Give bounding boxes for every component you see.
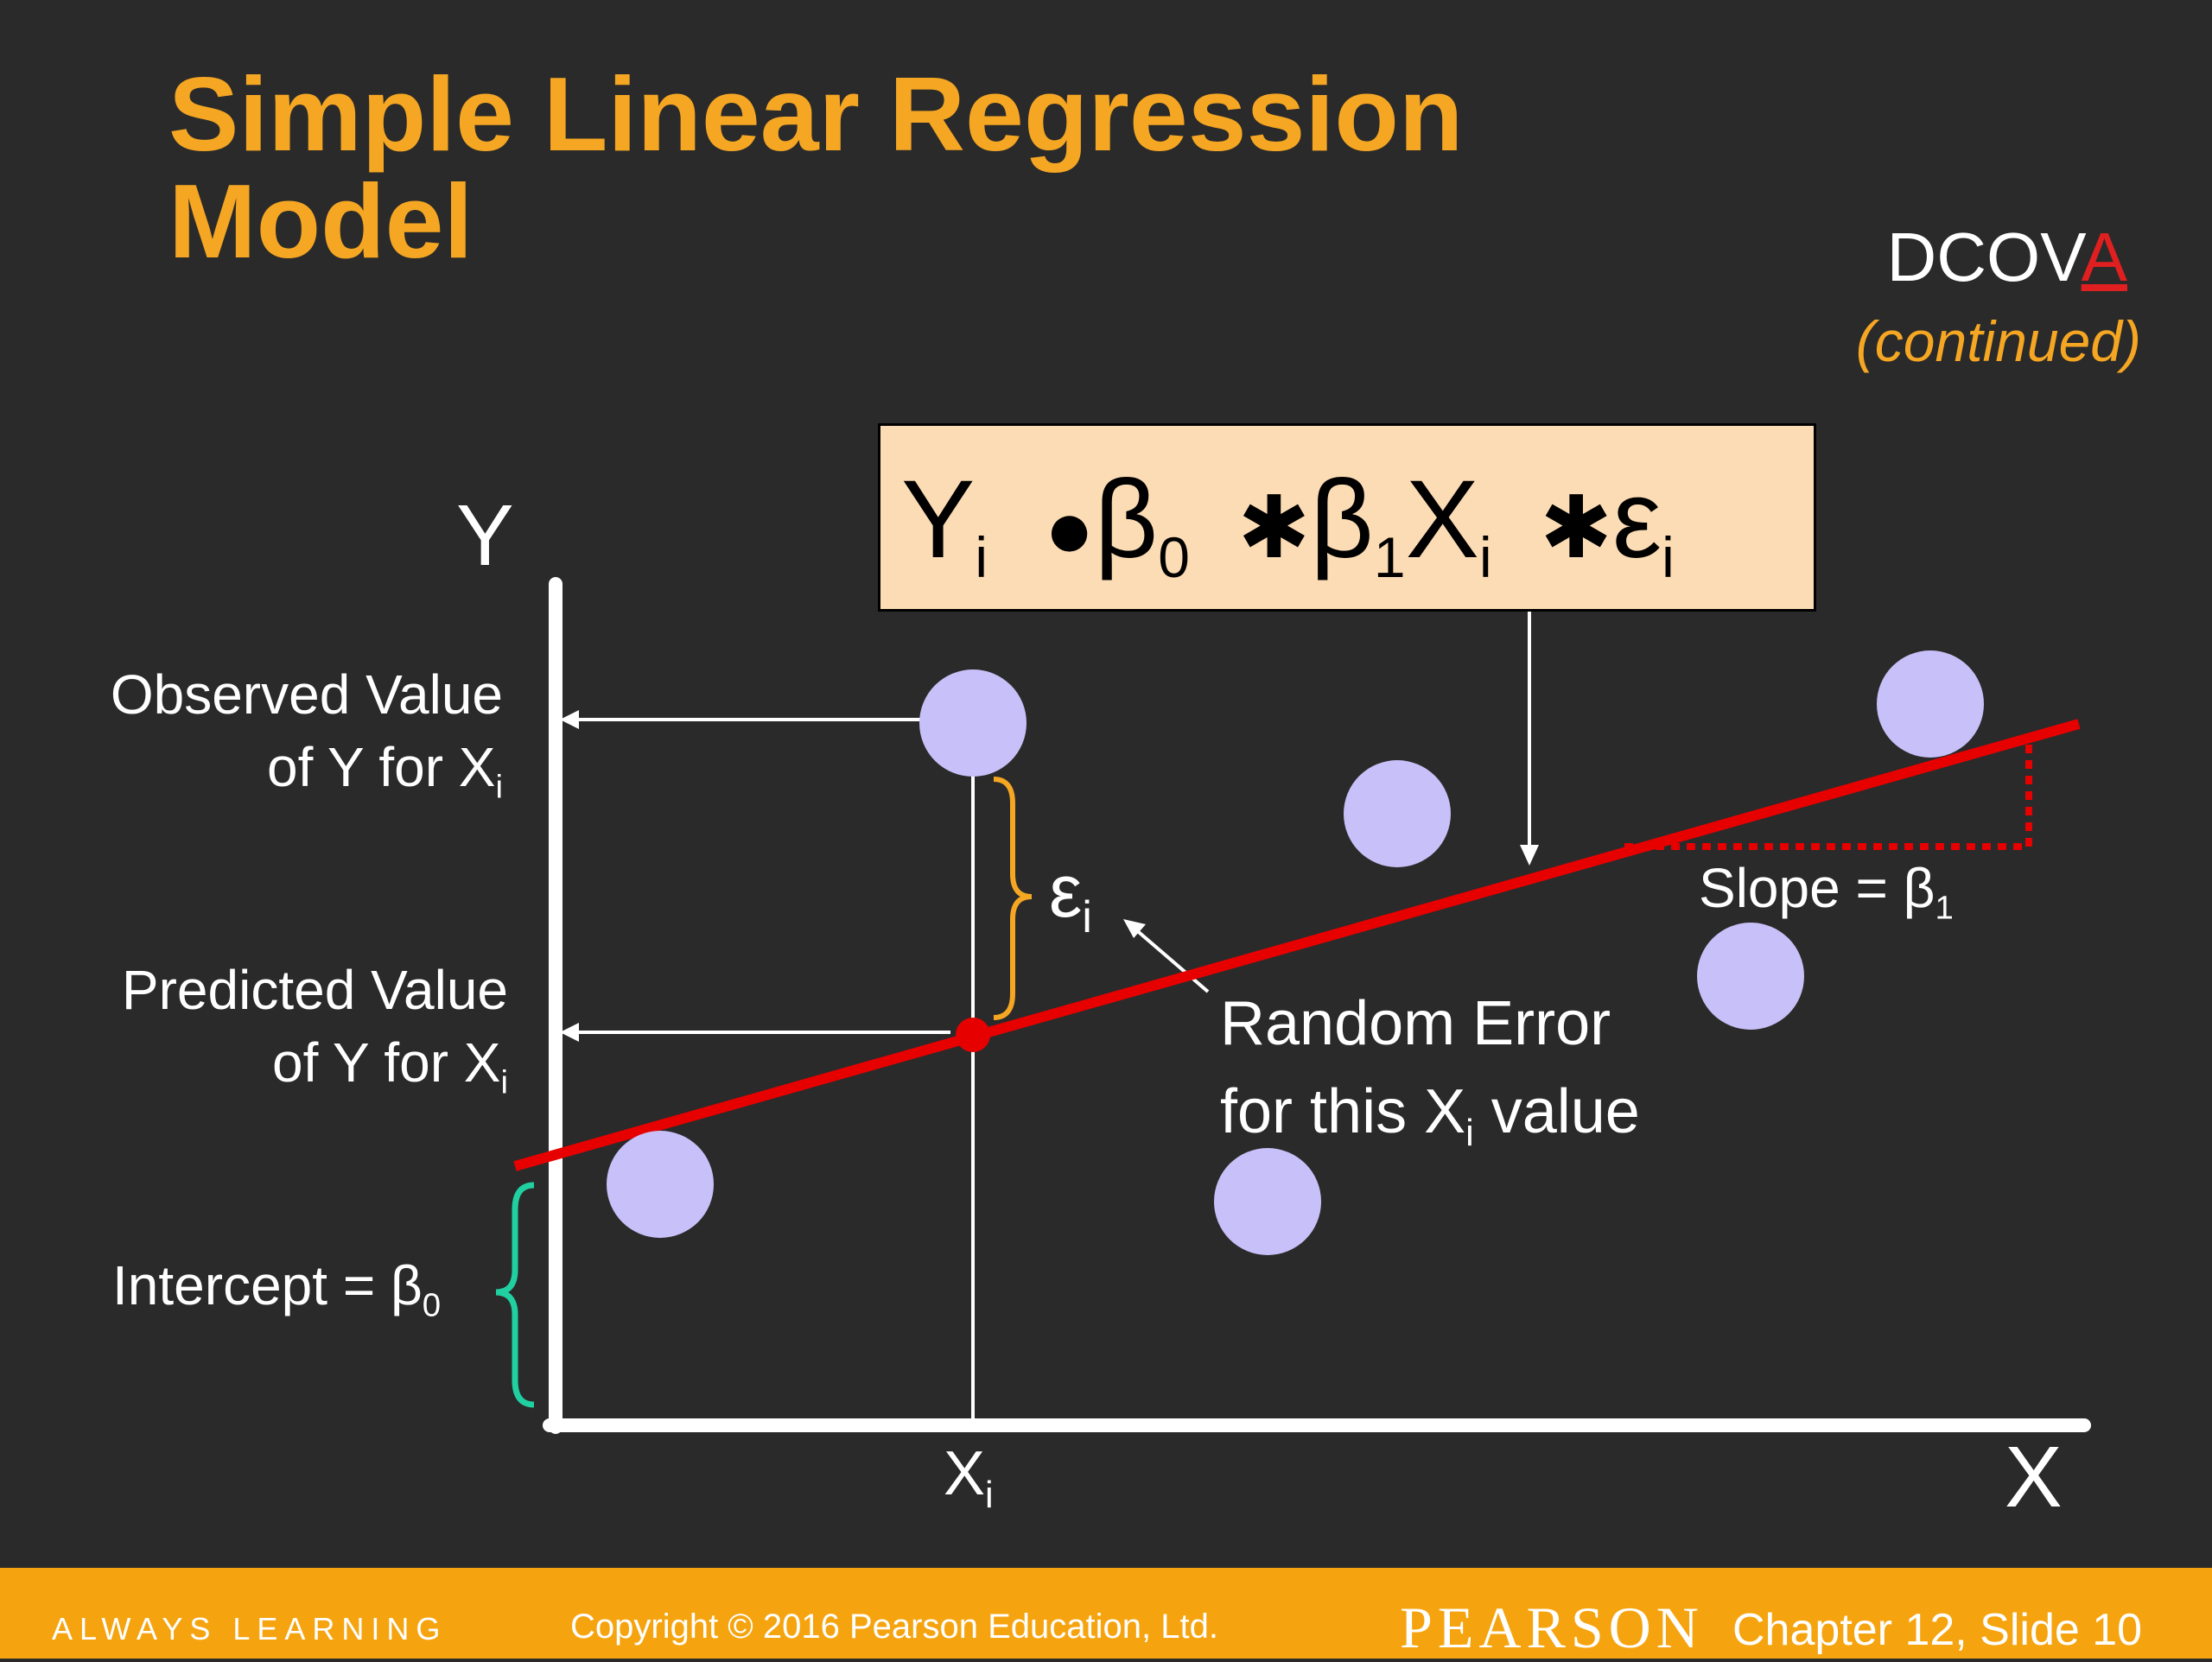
observed-value-label: Observed Value of Y for Xi: [111, 658, 503, 823]
model-equation-box: Yi ●β0 ✱β1Xi ✱εi: [878, 423, 1816, 612]
y-axis-label: Y: [456, 487, 514, 584]
equation-pointer-head: [1520, 845, 1539, 866]
error-pointer-head: [1123, 919, 1146, 938]
random-error-line-2: for this Xi value: [1220, 1077, 1640, 1155]
xi-sub: i: [985, 1475, 994, 1517]
regression-line: [513, 719, 2081, 1171]
intercept-label: Intercept = β0: [112, 1254, 442, 1324]
random-error-label: Random Error for this Xi value: [1220, 980, 1640, 1177]
predicted-point: [956, 1018, 990, 1052]
predicted-value-label: Predicted Value of Y for Xi: [122, 954, 508, 1119]
data-point-observed: [919, 669, 1027, 777]
footer-copyright: Copyright © 2016 Pearson Education, Ltd.: [570, 1608, 1218, 1646]
plus-glyph-icon: ✱: [1237, 479, 1311, 576]
data-point: [1697, 923, 1804, 1030]
predicted-line-1: Predicted Value: [121, 959, 508, 1021]
footer-bar: ALWAYS LEARNING Copyright © 2016 Pearson…: [0, 1568, 2212, 1660]
dcova-tag: DCOVA: [1886, 223, 2127, 292]
slide-number: Chapter 12, Slide 10: [1732, 1605, 2143, 1655]
xi-letter: X: [944, 1439, 986, 1508]
title-line-1: Simple Linear Regression: [168, 55, 1464, 173]
observed-arrowhead: [560, 710, 579, 729]
predicted-line-2: of Y for Xi: [272, 1031, 508, 1101]
plus-glyph-icon: ✱: [1540, 479, 1613, 576]
epsilon-label: εi: [1049, 850, 1092, 942]
dcova-highlight: A: [2081, 219, 2127, 295]
data-point: [607, 1131, 714, 1238]
random-error-line-1: Random Error: [1220, 989, 1611, 1058]
intercept-brace: [495, 1182, 535, 1408]
slope-label: Slope = β1: [1699, 857, 1954, 927]
slide-title: Simple Linear Regression Model: [168, 60, 1463, 275]
pearson-logo: PEARSON: [1400, 1595, 1704, 1660]
equals-glyph: ●: [1044, 483, 1095, 575]
continued-note: (continued): [1855, 309, 2141, 373]
data-point: [1344, 760, 1451, 867]
footer-tagline: ALWAYS LEARNING: [52, 1611, 448, 1646]
data-point: [1214, 1148, 1321, 1255]
predicted-arrowhead: [560, 1023, 579, 1042]
dcova-prefix: DCOV: [1886, 219, 2082, 295]
error-pointer: [1132, 926, 1210, 993]
data-point: [1877, 650, 1984, 758]
observed-line-1: Observed Value: [110, 663, 503, 726]
slope-triangle: [1624, 745, 2032, 850]
xi-axis-label: Xi: [944, 1437, 994, 1532]
observed-line-2: of Y for Xi: [267, 736, 503, 806]
x-axis-label: X: [2005, 1429, 2063, 1526]
error-brace: [993, 777, 1033, 1020]
title-line-2: Model: [168, 162, 474, 280]
